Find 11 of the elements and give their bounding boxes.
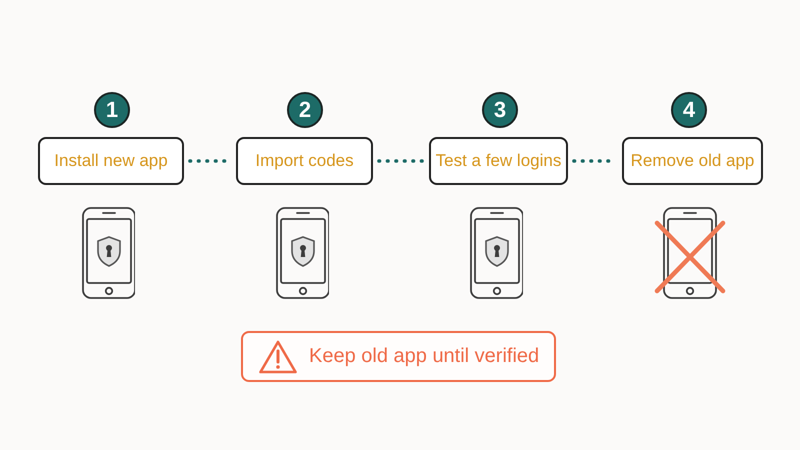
step-number-circle: 4: [671, 92, 707, 128]
warning-box: [241, 331, 556, 382]
step-box: Test a few logins: [429, 137, 568, 185]
step-box: Remove old app: [622, 137, 763, 185]
step-number-circle: 2: [287, 92, 323, 128]
dotted-connector: [377, 159, 425, 163]
step-box: Install new app: [38, 137, 184, 185]
step-box: Import codes: [236, 137, 373, 185]
warning-text: Keep old app until verified: [309, 345, 540, 368]
step-number-circle: 3: [482, 92, 518, 128]
step-number-circle: 1: [94, 92, 130, 128]
